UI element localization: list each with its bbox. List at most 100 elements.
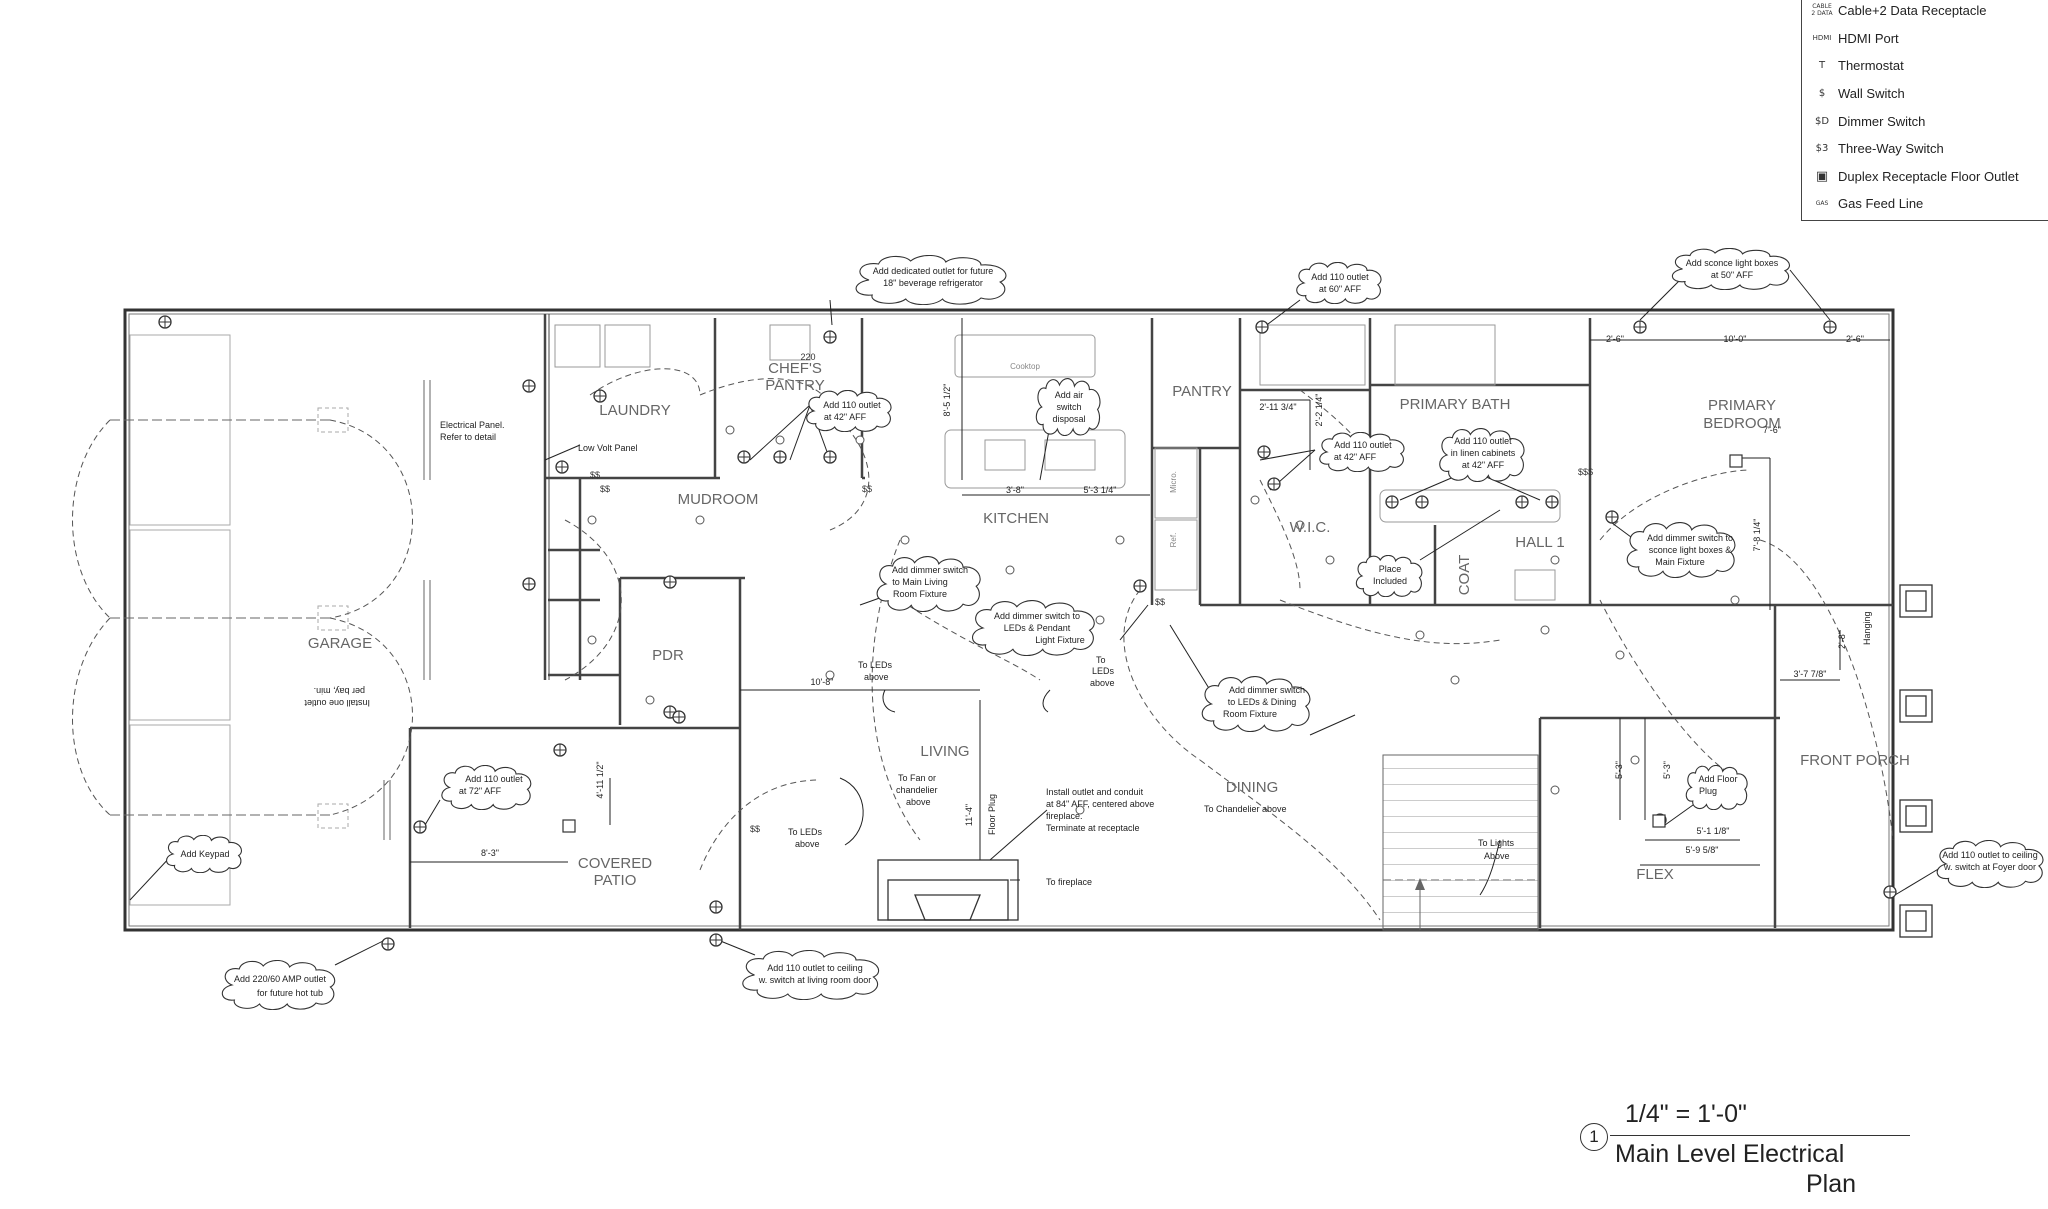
label-dimmer-dining-1: Add dimmer switch	[1229, 685, 1305, 695]
room-kitchen: KITCHEN	[983, 510, 1049, 527]
room-living: LIVING	[920, 743, 969, 760]
cloud-outlet-60: Add 110 outlet at 60" AFF	[1296, 262, 1382, 304]
svg-text:$$: $$	[1155, 597, 1165, 607]
label-d-8-5-12: 8'-5 1/2"	[942, 384, 952, 417]
cloud-linen: Add 110 outlet in linen cabinets at 42" …	[1439, 428, 1525, 482]
switches: $$$$$$ $$$$$$$	[590, 467, 1593, 834]
room-laundry: LAUNDRY	[599, 402, 670, 419]
label-d-2-8: 2'-8"	[1837, 631, 1847, 649]
label-fireplace-outlet-4: Terminate at receptacle	[1046, 823, 1140, 833]
label-outlet42-wic-1: Add 110 outlet	[1334, 440, 1392, 450]
label-foyer-2: w. switch at Foyer door	[1943, 862, 2036, 872]
legend-label: Wall Switch	[1838, 85, 1905, 101]
label-d-5-1-18: 5'-1 1/8"	[1697, 826, 1730, 836]
cloud-air-switch: Add air switch disposal	[1035, 378, 1101, 436]
porch-columns	[1899, 584, 1933, 938]
label-sconce50-2: at 50" AFF	[1711, 270, 1754, 280]
label-hot-tub-1: Add 220/60 AMP outlet	[234, 974, 326, 984]
room-pdr: PDR	[652, 647, 684, 664]
gas-line-icon: GAS	[1815, 199, 1829, 207]
label-outlet42-pantry-2: at 42" AFF	[824, 412, 867, 422]
label-fireplace-outlet-2: at 84" AFF, centered above	[1046, 799, 1154, 809]
title-underline	[1610, 1135, 1910, 1136]
floor-outlet-icon: ▣	[1815, 168, 1829, 184]
cloud-outlet-72: Add 110 outlet at 72" AFF	[441, 765, 532, 810]
cloud-foyer: Add 110 outlet to ceiling w. switch at F…	[1936, 840, 2044, 888]
label-d-11-4: 11'-4"	[964, 804, 974, 826]
cloud-dimmer-pendant: Add dimmer switch to LEDs & Pendant Ligh…	[971, 600, 1095, 656]
cloud-living-door: Add 110 outlet to ceiling w. switch at l…	[742, 950, 880, 1000]
label-dimmer-living-3: Room Fixture	[893, 589, 947, 599]
label-air-switch-1: Add air	[1055, 390, 1084, 400]
label-d-5-9-58: 5'-9 5/8"	[1686, 845, 1719, 855]
label-d-10-0: 10'-0"	[1724, 334, 1747, 344]
label-dimmer-dining-2: to LEDs & Dining	[1228, 697, 1297, 707]
label-living-door-1: Add 110 outlet to ceiling	[767, 963, 862, 973]
label-d-2-6a: 2'-6"	[1606, 334, 1624, 344]
legend-three-way: $3 Three-Way Switch	[1810, 136, 1944, 160]
three-way-icon: $3	[1815, 142, 1829, 154]
room-wic: W.I.C.	[1290, 519, 1331, 536]
label-foyer-1: Add 110 outlet to ceiling	[1942, 850, 2037, 860]
fireplace	[877, 859, 1019, 921]
label-d-3-8: 3'-8"	[1006, 485, 1024, 495]
plain-notes: Electrical Panel. Refer to detail Low Vo…	[304, 420, 1872, 887]
drawing-title-2: Plan	[1806, 1170, 1857, 1198]
legend-cable-data: CABLE 2 DATA Cable+2 Data Receptacle	[1810, 0, 1986, 22]
voltage-220-label: 220	[800, 352, 815, 362]
room-labels: GARAGE LAUNDRY CHEF'S PANTRY PANTRY PRIM…	[308, 360, 1910, 889]
legend-thermostat: T Thermostat	[1810, 53, 1904, 77]
label-air-switch-2: switch	[1056, 402, 1081, 412]
switch-icon: $	[1818, 87, 1826, 99]
label-d-10-8: 10'-8"	[811, 677, 834, 687]
room-front-porch: FRONT PORCH	[1800, 752, 1910, 769]
label-to-fan-1: To Fan or	[898, 773, 936, 783]
label-d-5-3b: 5'-3"	[1662, 761, 1672, 779]
ref-label: Ref.	[1169, 533, 1178, 548]
kitchen-fixtures	[554, 324, 1561, 601]
room-pantry: PANTRY	[1172, 383, 1231, 400]
cloud-keypad: Add Keypad	[166, 835, 242, 873]
label-floor-plug-1: Add Floor	[1698, 774, 1737, 784]
label-air-switch-3: disposal	[1052, 414, 1085, 424]
label-sconce50-1: Add sconce light boxes	[1686, 258, 1779, 268]
label-d-3-7-78: 3'-7 7/8"	[1794, 669, 1827, 679]
label-outlet60-1: Add 110 outlet	[1311, 272, 1369, 282]
small-ceiling-lights	[587, 425, 1740, 815]
dimmer-icon: $D	[1814, 115, 1830, 127]
staircase	[1382, 754, 1539, 931]
cloud-sconce-50: Add sconce light boxes at 50" AFF	[1671, 248, 1791, 290]
exterior-walls	[123, 308, 1895, 932]
label-dimmer-living-2: to Main Living	[892, 577, 948, 587]
legend-wall-switch: $ Wall Switch	[1810, 81, 1905, 105]
label-outlet60-2: at 60" AFF	[1319, 284, 1362, 294]
label-dimmer-pendant-3: Light Fixture	[1035, 635, 1085, 645]
label-linen-2: in linen cabinets	[1451, 448, 1516, 458]
label-d-2-11-34: 2'-11 3/4"	[1259, 402, 1296, 412]
label-hanging: Hanging	[1862, 611, 1872, 645]
label-place-included-2: Included	[1373, 576, 1407, 586]
label-fireplace-outlet-1: Install outlet and conduit	[1046, 787, 1144, 797]
legend-label: Dimmer Switch	[1838, 113, 1926, 129]
cooktop-label: Cooktop	[1010, 362, 1040, 371]
sweep-arrows	[839, 689, 1501, 896]
label-outlet72-2: at 72" AFF	[459, 786, 502, 796]
callout-clouds: Add dedicated outlet for future 18" beve…	[166, 248, 2044, 1010]
room-covered-patio: COVERED	[578, 855, 652, 872]
label-fireplace-outlet-3: fireplace.	[1046, 811, 1083, 821]
svg-text:$$: $$	[600, 484, 610, 494]
drawing-scale: 1/4" = 1'-0"	[1625, 1100, 1747, 1128]
legend-label: Duplex Receptacle Floor Outlet	[1838, 168, 2019, 184]
cloud-hot-tub: Add 220/60 AMP outlet for future hot tub	[221, 960, 336, 1010]
label-garage-outlet-2: per bay, min.	[314, 686, 365, 696]
label-garage-outlet-1: Install one outlet	[304, 698, 370, 708]
label-dimmer-sconce-1: Add dimmer switch to	[1647, 533, 1733, 543]
legend-dimmer: $D Dimmer Switch	[1810, 109, 1925, 133]
room-flex: FLEX	[1636, 866, 1674, 883]
room-chefs-pantry: CHEF'S	[768, 360, 822, 377]
micro-label: Micro.	[1169, 471, 1178, 493]
label-d-7-6: 7'-6"	[1763, 425, 1781, 435]
room-primary-bath: PRIMARY BATH	[1400, 396, 1511, 413]
label-floor-plug-vert: Floor Plug	[987, 794, 997, 835]
label-to-fan-2: chandelier	[896, 785, 938, 795]
